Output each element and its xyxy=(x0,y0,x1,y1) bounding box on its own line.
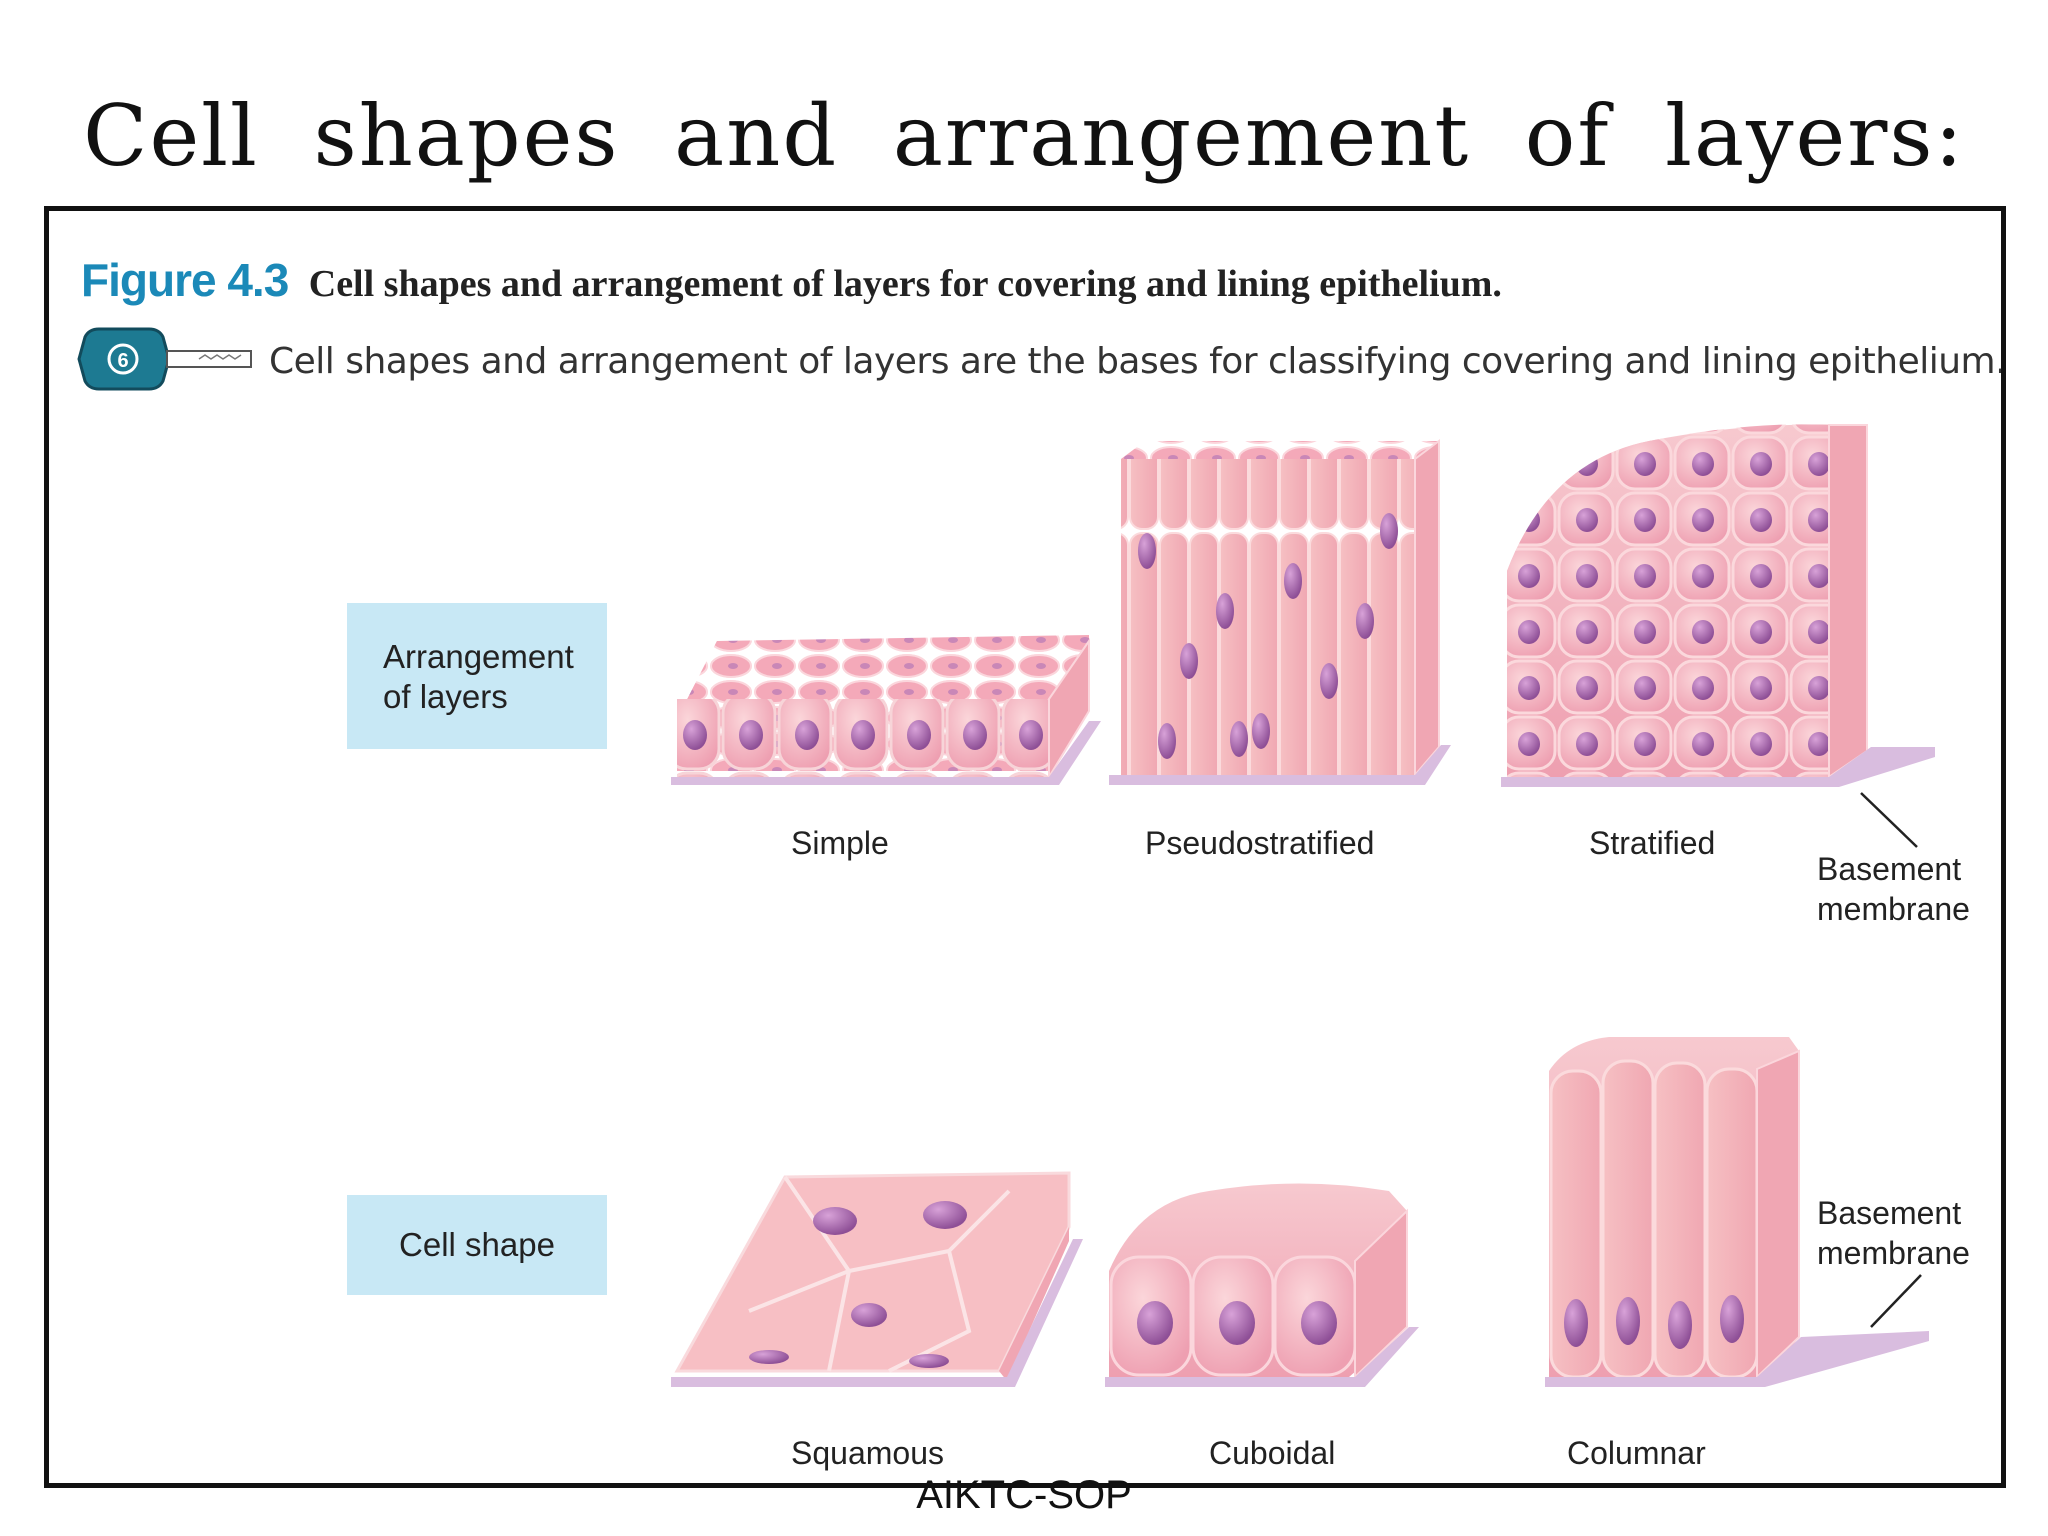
label-pseudostratified: Pseudostratified xyxy=(1145,825,1375,861)
arrangement-label-box: Arrangement of layers xyxy=(347,603,607,749)
label-cuboidal: Cuboidal xyxy=(1209,1435,1336,1471)
footer-text: AIKTC-SOP xyxy=(916,1473,1132,1517)
figure-title: Cell shapes and arrangement of layers fo… xyxy=(308,263,1502,305)
basement-membrane-label-top: Basement membrane xyxy=(1817,849,1970,929)
figure-frame: 6 Figure 4.3 Cell shapes and arrangement… xyxy=(44,206,2006,1488)
cell-shape-label-box: Cell shape xyxy=(347,1195,607,1295)
figure-number: Figure 4.3 xyxy=(81,254,289,306)
basement-membrane-label-bottom: Basement membrane xyxy=(1817,1193,1970,1273)
pseudostratified-epithelium-drawing xyxy=(1109,439,1451,785)
squamous-epithelium-drawing xyxy=(671,1171,1083,1387)
slide-title: Cell shapes and arrangement of layers: xyxy=(83,87,1965,185)
label-stratified: Stratified xyxy=(1589,825,1716,861)
basement-membrane-bottom-line1: Basement xyxy=(1817,1195,1962,1231)
label-squamous: Squamous xyxy=(791,1435,944,1471)
basement-membrane-bottom-line2: membrane xyxy=(1817,1235,1970,1271)
label-columnar: Columnar xyxy=(1567,1435,1706,1471)
arrangement-label-line2: of layers xyxy=(383,678,508,715)
key-icon-spacer xyxy=(77,331,255,391)
stratified-epithelium-drawing xyxy=(1501,424,1935,787)
columnar-epithelium-drawing xyxy=(1545,1037,1929,1387)
epithelium-illustration: 6 xyxy=(77,327,1935,1387)
figure-caption: Figure 4.3 Cell shapes and arrangement o… xyxy=(81,253,1502,307)
key-concept-row: Cell shapes and arrangement of layers ar… xyxy=(77,331,2006,391)
basement-membrane-top-line1: Basement xyxy=(1817,851,1962,887)
basement-membrane-top-line2: membrane xyxy=(1817,891,1970,927)
key-icon: 6 xyxy=(77,327,252,391)
simple-epithelium-drawing xyxy=(671,635,1101,785)
arrangement-label-line1: Arrangement xyxy=(383,638,574,675)
svg-text:6: 6 xyxy=(117,350,128,372)
cuboidal-epithelium-drawing xyxy=(1105,1183,1419,1387)
key-concept-text: Cell shapes and arrangement of layers ar… xyxy=(269,340,2006,382)
label-simple: Simple xyxy=(791,825,889,861)
